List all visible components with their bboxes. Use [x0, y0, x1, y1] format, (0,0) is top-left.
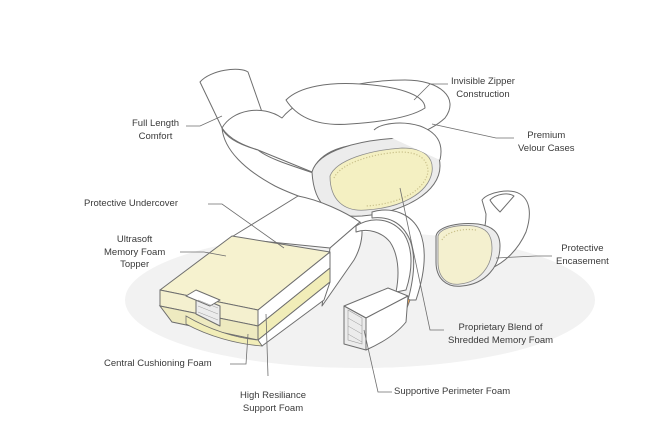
- label-full-length-comfort: Full Length Comfort: [132, 118, 180, 142]
- label-central-cushioning-foam: Central Cushioning Foam: [104, 358, 212, 369]
- label-protective-undercover: Protective Undercover: [84, 198, 178, 209]
- label-protective-encasement: Protective Encasement: [556, 243, 609, 267]
- encasement-front: [437, 225, 493, 285]
- mattress-stack: [158, 235, 331, 347]
- bolster-cushion: [199, 68, 451, 217]
- label-invisible-zipper: Invisible Zipper Construction: [451, 76, 515, 100]
- label-supportive-perimeter-foam: Supportive Perimeter Foam: [394, 386, 511, 397]
- leader-lines: [180, 83, 552, 393]
- small-pillow: [435, 190, 530, 287]
- label-premium-velour-cases: Premium Velour Cases: [518, 130, 575, 154]
- label-high-resilience-support-foam: High Resiliance Support Foam: [240, 390, 307, 414]
- label-proprietary-blend: Proprietary Blend of Shredded Memory Foa…: [448, 322, 554, 346]
- undercover-sheet: [229, 195, 363, 307]
- label-ultrasoft-topper: Ultrasoft Memory Foam Topper: [104, 234, 166, 270]
- shredded-foam-fill: [329, 147, 433, 211]
- perimeter-foam-block: [343, 287, 409, 351]
